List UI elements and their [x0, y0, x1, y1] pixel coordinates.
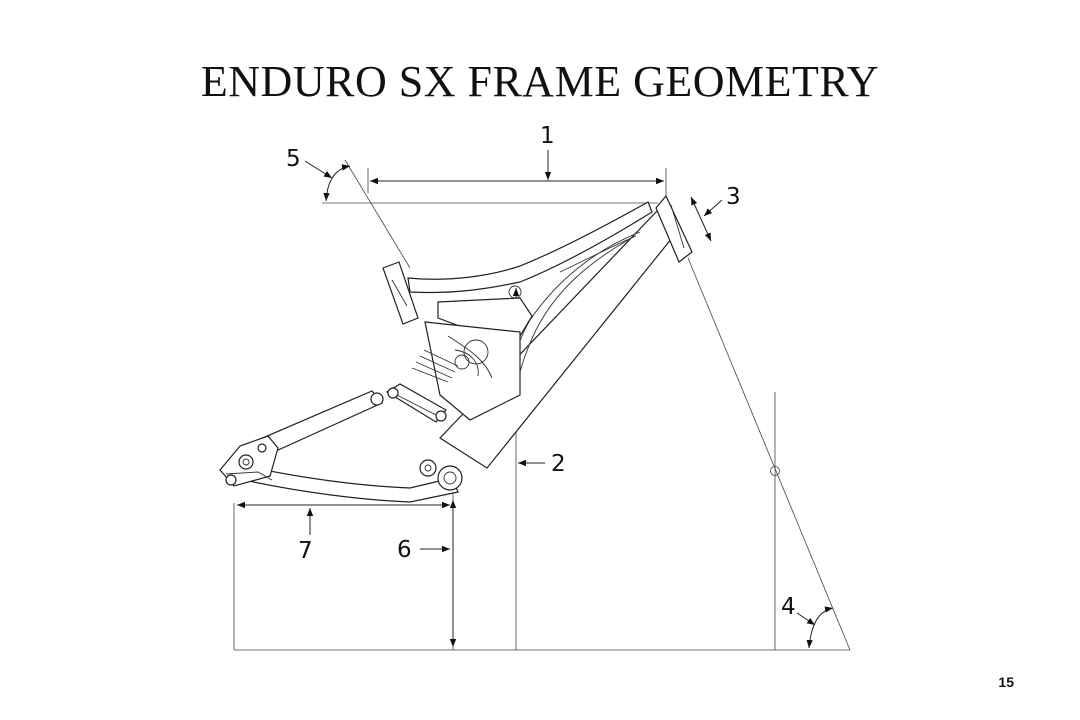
- front-axle-marker: [770, 466, 780, 476]
- seat-angle-extension-line: [344, 159, 411, 269]
- dimension-bb-height: 6: [397, 500, 457, 647]
- callout-6-label: 6: [397, 537, 412, 563]
- callout-3-leader: [703, 199, 723, 217]
- dimension-seat-tube: 2: [512, 288, 566, 477]
- suspension-gusset: [424, 321, 521, 421]
- callout-1-label: 1: [540, 123, 555, 149]
- top-tube: [407, 201, 653, 294]
- callout-4-label: 4: [781, 594, 796, 620]
- reference-lines: [233, 159, 851, 651]
- dimension-head-tube: 3: [690, 184, 741, 242]
- page-title: ENDURO SX FRAME GEOMETRY: [200, 57, 880, 106]
- dimension-chainstay: 7: [237, 501, 450, 564]
- chain-stay: [243, 465, 459, 503]
- callout-5-leader: [304, 160, 333, 179]
- bottom-bracket: [437, 465, 463, 491]
- callout-3-label: 3: [726, 184, 741, 210]
- seat-tube: [382, 261, 419, 325]
- rear-shock: [385, 349, 459, 423]
- dimension-head-angle: 4: [781, 594, 834, 649]
- callout-4-leader: [796, 612, 816, 626]
- head-angle-extension-line: [687, 257, 851, 651]
- callout-2-label: 2: [551, 451, 566, 477]
- callout-5-label: 5: [286, 146, 301, 172]
- bike-frame-drawing: [219, 194, 693, 503]
- dimension-top-tube: 1: [370, 123, 664, 185]
- dimension-seat-angle: 5: [286, 146, 351, 202]
- callout-7-label: 7: [298, 538, 313, 564]
- lower-pivot: [419, 459, 437, 477]
- rear-dropout: [219, 435, 279, 487]
- page-number: 15: [998, 674, 1014, 690]
